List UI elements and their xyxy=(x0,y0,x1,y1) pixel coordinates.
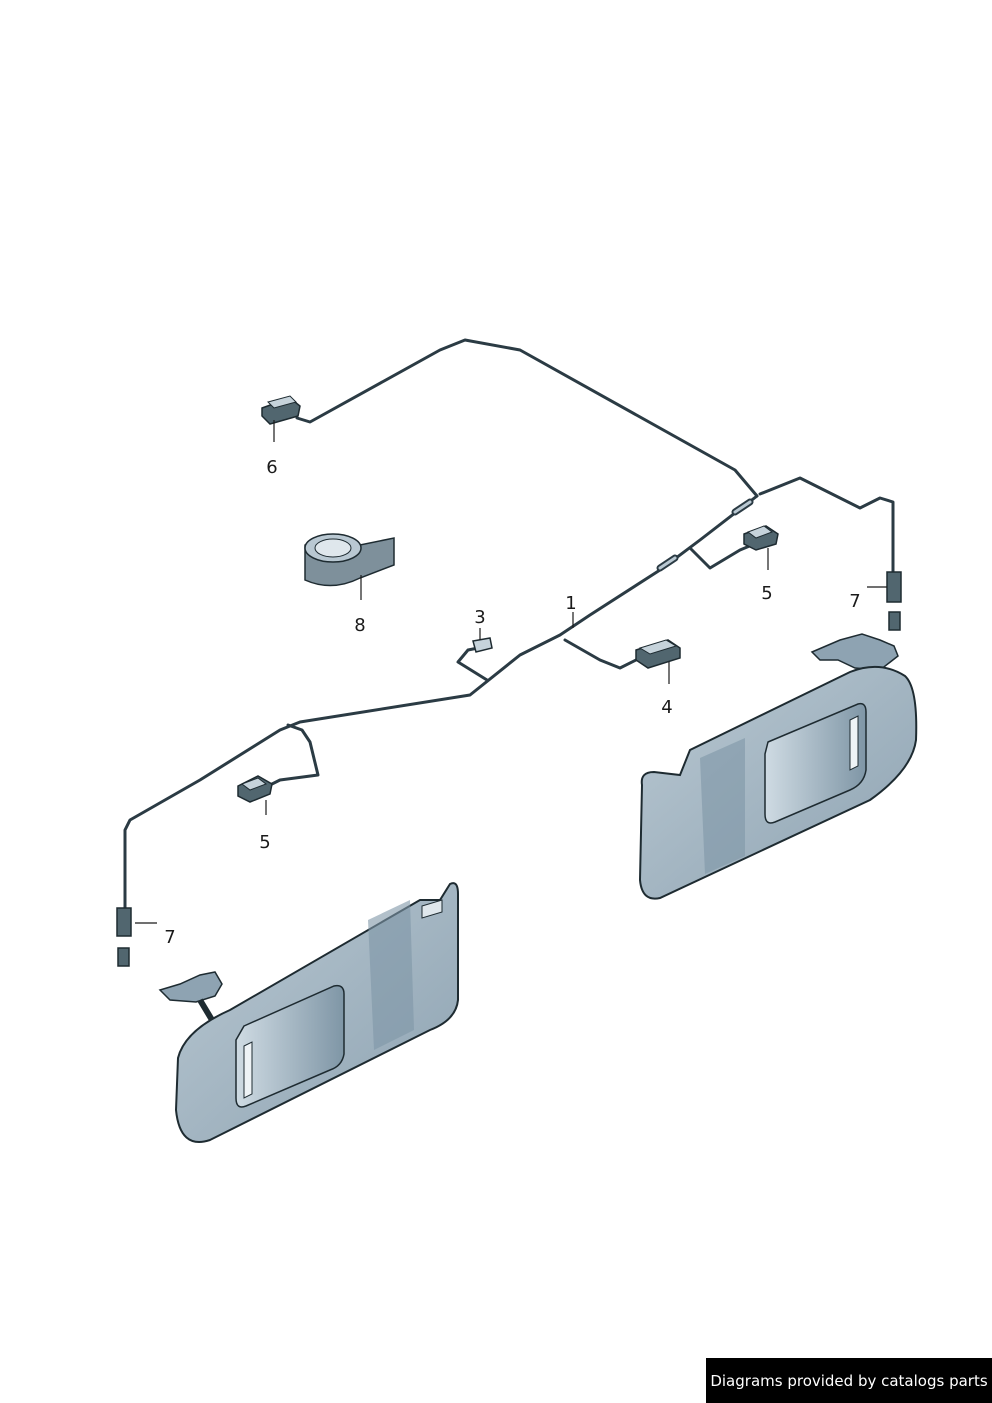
callout-7-right: 7 xyxy=(849,591,861,612)
callout-6: 6 xyxy=(266,457,278,478)
callout-7-left: 7 xyxy=(164,927,176,948)
callout-5-right: 5 xyxy=(761,583,773,604)
footer-credit-badge: Diagrams provided by catalogs parts xyxy=(706,1358,992,1403)
sun-visor-left xyxy=(158,882,459,1143)
sun-visor-right xyxy=(638,633,918,900)
callout-1: 1 xyxy=(565,593,577,614)
connector-7-right-icon xyxy=(886,571,902,631)
connector-6-icon xyxy=(261,395,301,425)
callout-3: 3 xyxy=(474,607,486,628)
callout-5-left: 5 xyxy=(259,832,271,853)
connector-4-icon xyxy=(635,639,681,669)
connector-7-left-icon xyxy=(116,907,132,967)
connector-5-right-icon xyxy=(743,525,779,551)
leader-lines xyxy=(135,420,887,924)
tape-roll-icon xyxy=(304,533,395,587)
callout-8: 8 xyxy=(354,615,366,636)
footer-credit-text: Diagrams provided by catalogs parts xyxy=(710,1371,988,1390)
connector-3-icon xyxy=(472,637,493,653)
callout-4: 4 xyxy=(661,697,673,718)
connector-5-left-icon xyxy=(237,775,273,803)
